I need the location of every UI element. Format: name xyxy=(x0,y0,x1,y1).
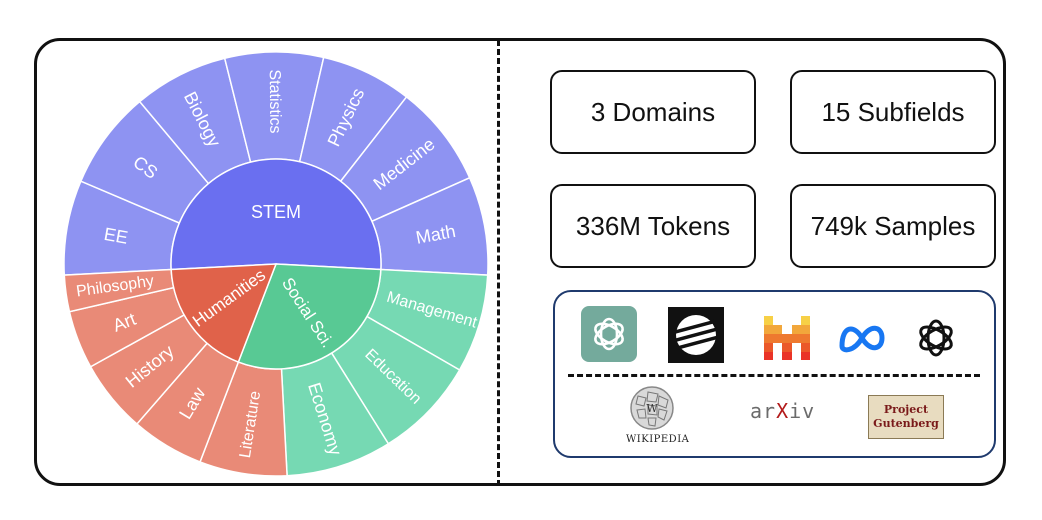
domain-segment-humanities xyxy=(170,263,278,363)
openai-black-logo-icon xyxy=(919,319,953,357)
gutenberg-line-2: Gutenberg xyxy=(873,417,939,430)
subfield-label-statistics: Statistics xyxy=(266,69,284,133)
data-sources-panel xyxy=(553,290,996,458)
arxiv-logo: arXiv xyxy=(750,399,815,423)
mistral-logo-icon xyxy=(764,316,810,360)
stat-samples: 749k Samples xyxy=(790,184,996,268)
openai-green-logo-icon xyxy=(581,306,637,362)
section-divider xyxy=(497,40,500,486)
domain-label-stem: STEM xyxy=(251,202,301,222)
model-stripe-logo-icon xyxy=(668,307,724,363)
project-gutenberg-logo: Project Gutenberg xyxy=(868,395,944,439)
arxiv-text-x: X xyxy=(776,399,790,423)
meta-logo-icon xyxy=(839,325,885,353)
arxiv-text-b: iv xyxy=(789,399,816,423)
domain-segment-stem xyxy=(170,158,382,271)
stat-tokens: 336M Tokens xyxy=(550,184,756,268)
subfield-label-ee: EE xyxy=(102,224,129,248)
gutenberg-line-1: Project xyxy=(883,403,929,416)
wikipedia-wordmark: WIKIPEDIA xyxy=(626,434,690,445)
domain-segment-social-sci xyxy=(237,263,382,370)
arxiv-text-a: ar xyxy=(750,399,777,423)
wikipedia-globe-icon: W xyxy=(630,386,674,430)
stat-subfields: 15 Subfields xyxy=(790,70,996,154)
svg-text:W: W xyxy=(646,402,658,415)
stat-domains: 3 Domains xyxy=(550,70,756,154)
outer-frame xyxy=(34,38,1006,486)
sources-divider xyxy=(568,374,980,377)
